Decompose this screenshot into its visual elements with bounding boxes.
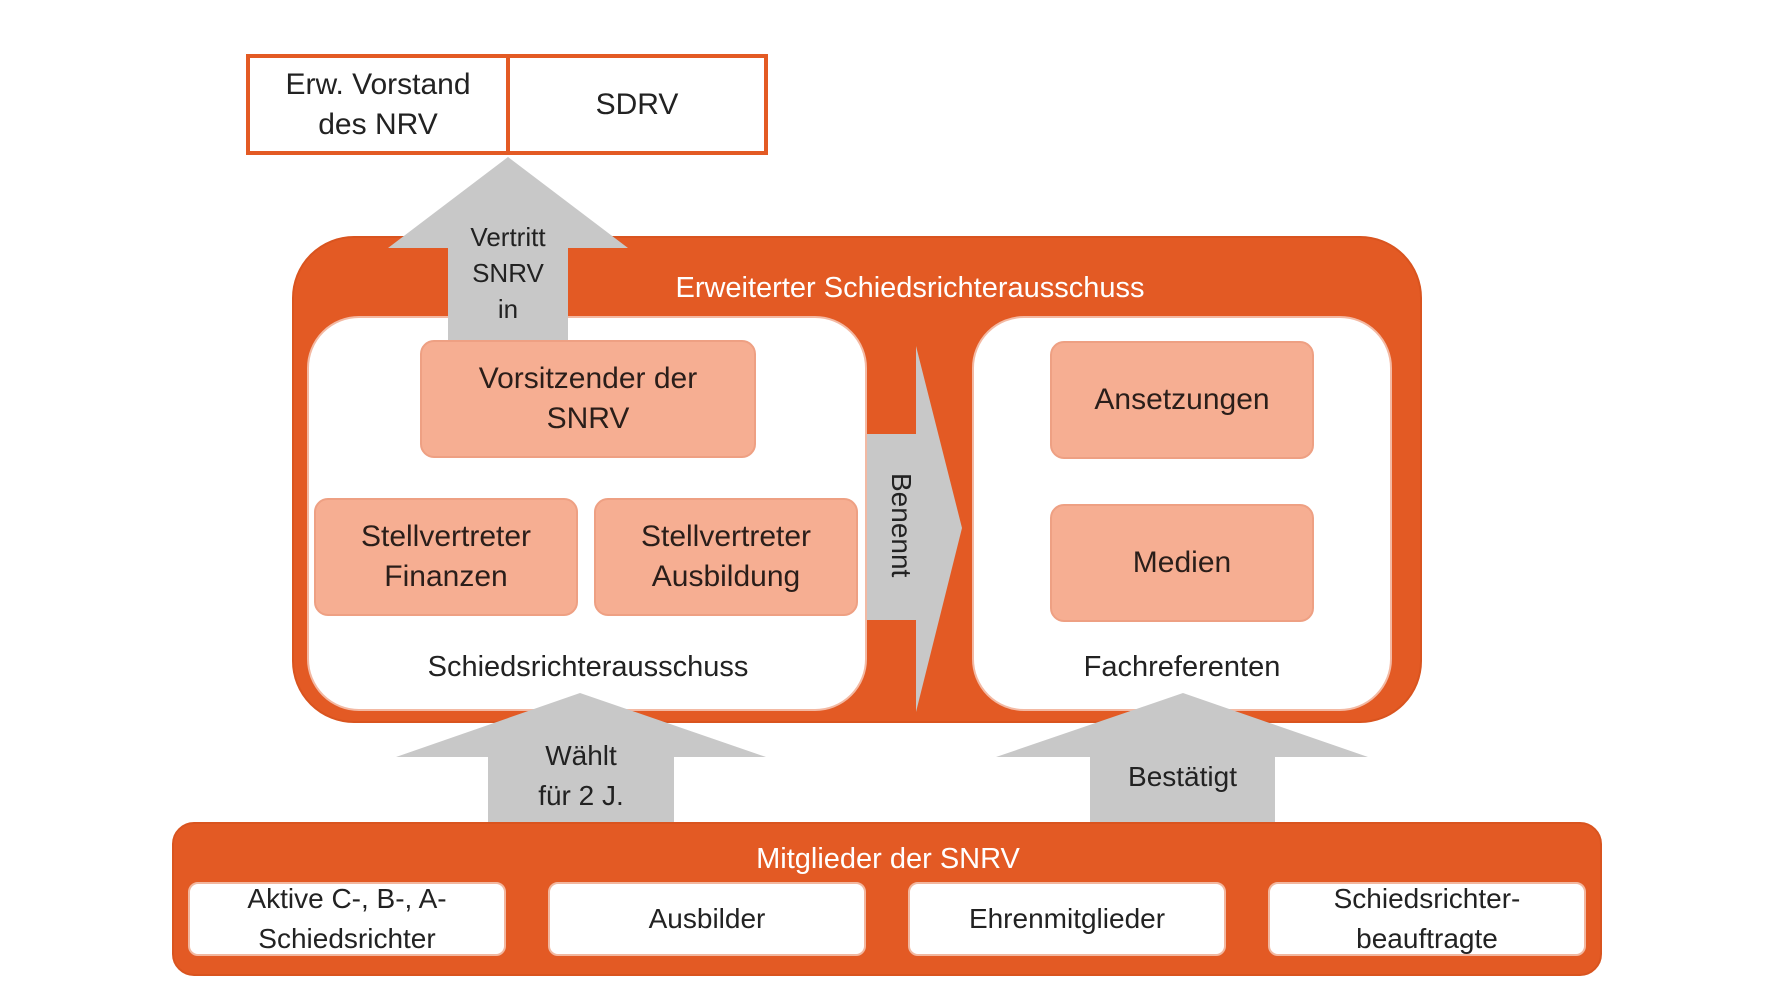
appoints-text: Benennt (886, 472, 917, 578)
chair-label: Vorsitzender der SNRV (478, 362, 698, 435)
right-arrow-appoints (867, 346, 962, 712)
member-group-aktive: Aktive C-, B-, A- Schiedsrichter (188, 882, 506, 956)
erw-vorstand-box: Erw. Vorstand des NRV (246, 54, 510, 155)
deputy-finance-label: Stellvertreter Finanzen (360, 520, 532, 593)
member-group-ehrenmitglieder-label: Ehrenmitglieder (968, 903, 1166, 934)
represents-label: Vertritt SNRV in (470, 222, 546, 324)
up-arrow-represents (388, 157, 628, 344)
member-group-ausbilder-label: Ausbilder (648, 903, 766, 934)
members-title: Mitglieder der SNRV (756, 842, 1020, 875)
deputy-training-box: Stellvertreter Ausbildung (594, 498, 858, 616)
sdrv-box: SDRV (506, 54, 768, 155)
ansetzungen-label: Ansetzungen (1094, 383, 1270, 416)
member-group-beauftragte: Schiedsrichter- beauftragte (1268, 882, 1586, 956)
member-group-beauftragte-label: Schiedsrichter- beauftragte (1333, 883, 1521, 954)
sdrv-label: SDRV (595, 87, 679, 121)
fachreferenten-label: Fachreferenten (1083, 650, 1281, 683)
member-group-aktive-label: Aktive C-, B-, A- Schiedsrichter (247, 883, 447, 954)
confirms-label: Bestätigt (1128, 761, 1237, 792)
member-group-ausbilder: Ausbilder (548, 882, 866, 956)
up-arrow-confirms (996, 693, 1368, 822)
medien-label: Medien (1132, 546, 1232, 579)
member-group-ehrenmitglieder: Ehrenmitglieder (908, 882, 1226, 956)
outer-title: Erweiterter Schiedsrichterausschuss (675, 271, 1145, 304)
deputy-training-label: Stellvertreter Ausbildung (640, 520, 812, 593)
erw-vorstand-label: Erw. Vorstand des NRV (285, 67, 471, 141)
elects-label: Wählt für 2 J. (538, 740, 624, 811)
up-arrow-elects (396, 693, 766, 822)
medien-box: Medien (1050, 504, 1314, 622)
ansetzungen-box: Ansetzungen (1050, 341, 1314, 459)
schiedsrichterausschuss-label: Schiedsrichterausschuss (427, 650, 749, 683)
appoints-label: Benennt (875, 440, 927, 610)
deputy-finance-box: Stellvertreter Finanzen (314, 498, 578, 616)
chair-box: Vorsitzender der SNRV (420, 340, 756, 458)
